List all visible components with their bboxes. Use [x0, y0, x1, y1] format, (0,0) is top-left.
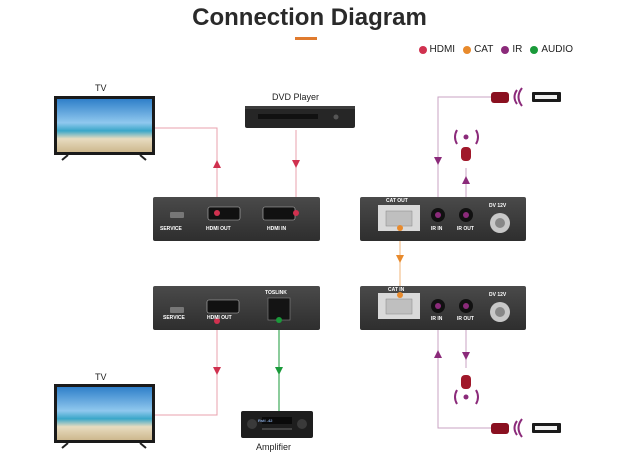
legend-label-audio: AUDIO [541, 44, 573, 55]
ir-arrow-2 [462, 176, 470, 184]
dvd-player [245, 106, 355, 128]
legend-dot-ir [501, 45, 510, 54]
ir-emitter-top [454, 129, 479, 161]
tv-top-label: TV [95, 83, 107, 93]
dvd-label: DVD Player [272, 92, 320, 102]
legend: HDMI CAT IR AUDIO [418, 44, 573, 55]
amplifier-display: Rstl -42 [258, 418, 273, 423]
tx-right-dc-label: DV 12V [489, 203, 507, 209]
amplifier [241, 411, 313, 438]
ir-cable-top [437, 96, 492, 208]
rx-right-dc-label: DV 12V [489, 292, 507, 298]
rx-left-service-label: SERVICE [163, 315, 185, 321]
legend-item-hdmi: HDMI [418, 44, 456, 55]
ir-arrow-4 [462, 352, 470, 360]
tv-bottom [54, 384, 155, 449]
legend-item-audio: AUDIO [530, 44, 573, 55]
audio-arrow [275, 367, 283, 375]
tx-left-hdmi-in-label: HDMI IN [267, 226, 287, 232]
tx-right-cat-out-label: CAT OUT [386, 198, 408, 204]
title-underline [295, 37, 317, 40]
ir-receiver-top [491, 87, 561, 107]
legend-label-hdmi: HDMI [429, 44, 456, 55]
rx-right-cat-in-label: CAT IN [388, 287, 405, 293]
legend-dot-cat [463, 45, 472, 54]
legend-item-cat: CAT [463, 44, 493, 55]
tx-left-service-label: SERVICE [160, 226, 182, 232]
right-transmitter [360, 197, 526, 241]
rx-left-toslink-label: TOSLINK [265, 290, 287, 296]
ir-arrow-3 [434, 350, 442, 358]
tx-left-hdmi-out-label: HDMI OUT [206, 226, 231, 232]
ir-cable-bottom [437, 315, 492, 429]
rx-left-hdmi-out-label: HDMI OUT [207, 315, 232, 321]
hdmi-arrow-up [213, 160, 221, 168]
ir-emitter-bottom [454, 375, 479, 405]
hdmi-cable-tv-bottom [155, 320, 218, 416]
tv-bottom-label: TV [95, 372, 107, 382]
tx-right-ir-in-label: IR IN [431, 226, 443, 232]
ir-arrow-1 [434, 157, 442, 165]
amplifier-label: Amplifier [256, 442, 292, 452]
tx-right-ir-out-label: IR OUT [457, 226, 474, 232]
page-title: Connection Diagram [192, 4, 427, 31]
rx-right-ir-out-label: IR OUT [457, 316, 474, 322]
legend-dot-audio [530, 45, 539, 54]
rx-right-ir-in-label: IR IN [431, 316, 443, 322]
legend-dot-hdmi [418, 45, 427, 54]
hdmi-cables [155, 127, 297, 416]
hdmi-arrow-down-2 [213, 367, 221, 375]
left-receiver [153, 286, 320, 330]
legend-label-ir: IR [512, 44, 523, 55]
left-transmitter [153, 197, 320, 241]
hdmi-arrow-down [292, 160, 300, 168]
ir-receiver-bottom [491, 418, 561, 438]
right-receiver [360, 286, 526, 330]
tv-top [54, 96, 155, 161]
hdmi-cable-tv-top [155, 127, 218, 210]
legend-item-ir: IR [501, 44, 522, 55]
legend-label-cat: CAT [474, 44, 494, 55]
cat-arrow [396, 255, 404, 263]
